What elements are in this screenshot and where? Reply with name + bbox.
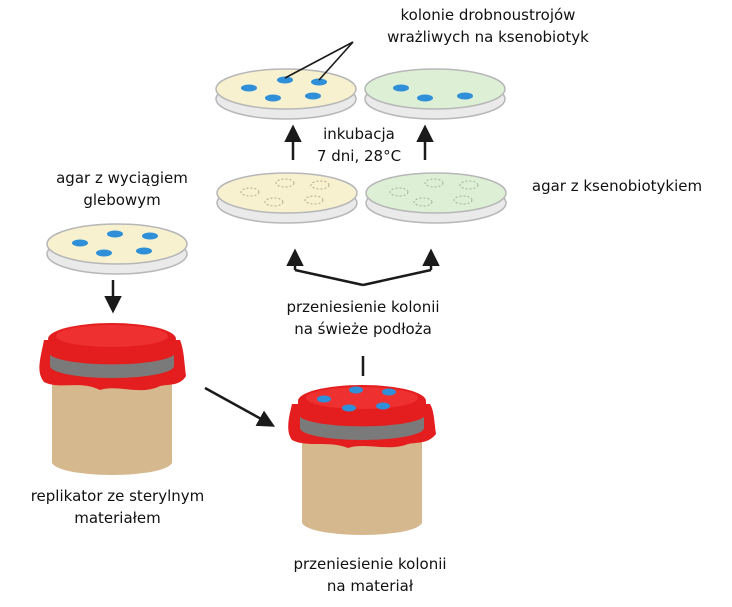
replicator-label: replikator ze sterylnym materiałem bbox=[10, 485, 225, 529]
sensitive-colonies-line-1: kolonie drobnoustrojów bbox=[400, 6, 576, 24]
sensitive-colonies-label: kolonie drobnoustrojów wrażliwych na kse… bbox=[373, 4, 603, 48]
petri-dish-icon bbox=[364, 68, 506, 120]
transfer-material-line-1: przeniesienie kolonii bbox=[293, 555, 447, 573]
soil-agar-line-2: glebowym bbox=[83, 191, 161, 209]
arrow-icon bbox=[286, 248, 440, 287]
incubation-line-1: inkubacja bbox=[323, 125, 395, 143]
arrow-icon bbox=[204, 386, 276, 427]
transfer-material-label: przeniesienie kolonii na materiał bbox=[270, 553, 470, 597]
transfer-fresh-label: przeniesienie kolonii na świeże podłoża bbox=[263, 296, 463, 340]
sensitive-colonies-line-2: wrażliwych na ksenobiotyk bbox=[387, 28, 589, 46]
petri-dish-icon bbox=[215, 68, 357, 120]
xeno-agar-label: agar z ksenobiotykiem bbox=[531, 177, 703, 195]
petri-dish-icon bbox=[365, 172, 507, 224]
replicator-line-2: materiałem bbox=[74, 509, 161, 527]
petri-dish-icon bbox=[46, 223, 188, 275]
incubation-label: inkubacja 7 dni, 28°C bbox=[299, 123, 419, 167]
soil-agar-label: agar z wyciągiem glebowym bbox=[42, 167, 202, 211]
transfer-material-line-2: na materiał bbox=[326, 577, 414, 595]
transfer-fresh-line-2: na świeże podłoża bbox=[294, 320, 432, 338]
petri-dish-icon bbox=[216, 172, 358, 224]
soil-agar-line-1: agar z wyciągiem bbox=[56, 169, 188, 187]
transfer-fresh-line-1: przeniesienie kolonii bbox=[286, 298, 440, 316]
replicator-line-1: replikator ze sterylnym bbox=[30, 487, 205, 505]
replicator-icon bbox=[288, 385, 436, 535]
replicator-icon bbox=[39, 323, 187, 475]
incubation-line-2: 7 dni, 28°C bbox=[316, 147, 402, 165]
